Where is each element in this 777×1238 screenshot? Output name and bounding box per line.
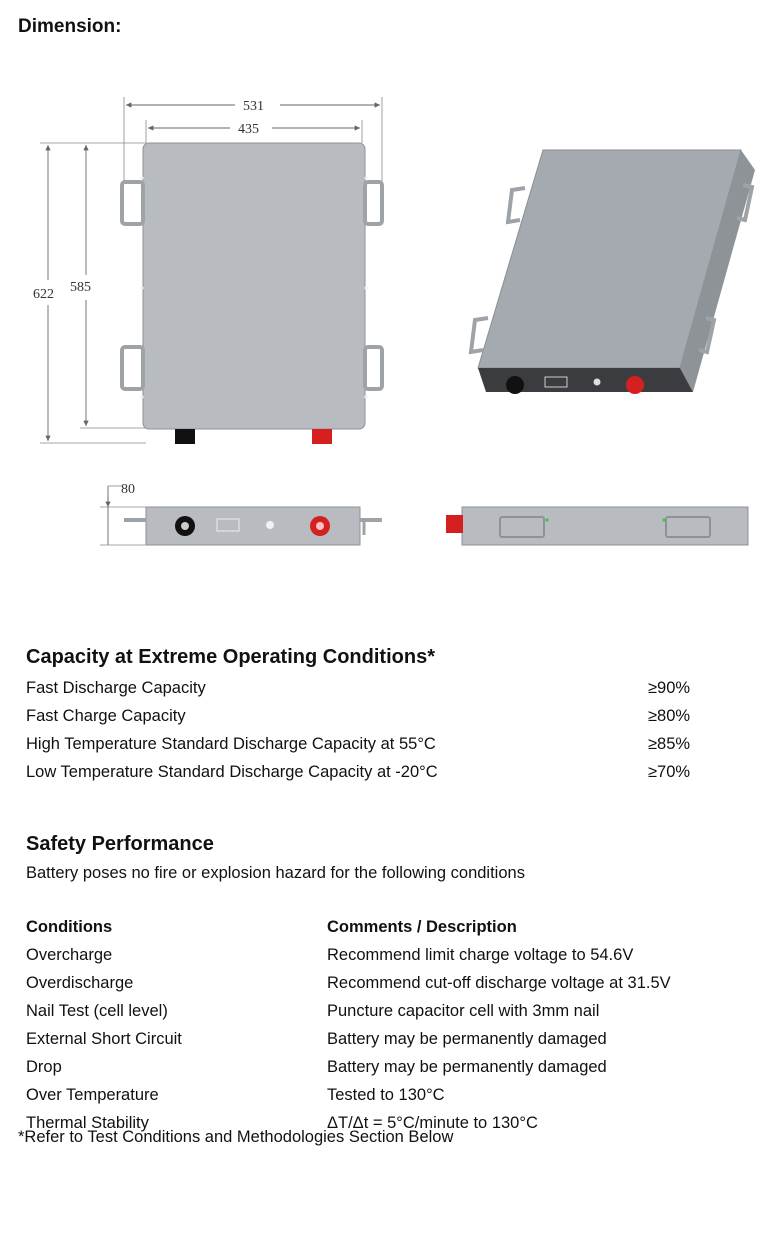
battery-dimension-drawing: 531 435 622 585 — [33, 97, 755, 546]
condition-row: Drop Battery may be permanently damaged — [26, 1053, 746, 1081]
condition-name: Thermal Stability — [26, 1113, 149, 1132]
dim-label-622: 622 — [33, 287, 54, 302]
negative-terminal — [175, 429, 195, 444]
dim-label-531: 531 — [243, 99, 264, 114]
conditions-header: Conditions — [26, 917, 113, 936]
conditions-header-row: Conditions Comments / Description — [26, 913, 746, 941]
safety-intro: Battery poses no fire or explosion hazar… — [26, 864, 525, 882]
bottom-view: 80 — [100, 482, 382, 546]
condition-name: Drop — [26, 1057, 62, 1076]
capacity-value: ≥80% — [648, 706, 691, 725]
safety-title: Safety Performance — [26, 833, 214, 855]
capacity-row: High Temperature Standard Discharge Capa… — [26, 730, 746, 758]
condition-description: Tested to 130°C — [327, 1085, 445, 1104]
comments-header: Comments / Description — [327, 917, 517, 936]
condition-description: Recommend limit charge voltage to 54.6V — [327, 945, 634, 964]
capacity-value: ≥70% — [648, 762, 691, 781]
condition-description: ΔT/Δt = 5°C/minute to 130°C — [327, 1113, 538, 1132]
capacity-row: Fast Charge Capacity ≥80% — [26, 702, 746, 730]
dim-label-80: 80 — [121, 482, 135, 497]
capacity-label: High Temperature Standard Discharge Capa… — [26, 734, 436, 753]
condition-name: Overdischarge — [26, 973, 134, 992]
dim-label-435: 435 — [238, 122, 259, 137]
condition-description: Battery may be permanently damaged — [327, 1057, 607, 1076]
capacity-row: Low Temperature Standard Discharge Capac… — [26, 758, 746, 786]
isometric-view — [468, 149, 755, 394]
capacity-label: Fast Discharge Capacity — [26, 678, 206, 697]
capacity-label: Fast Charge Capacity — [26, 706, 186, 725]
dimension-heading: Dimension: — [18, 16, 122, 37]
condition-description: Recommend cut-off discharge voltage at 3… — [327, 973, 671, 992]
condition-name: Over Temperature — [26, 1085, 159, 1104]
condition-name: Nail Test (cell level) — [26, 1001, 168, 1020]
condition-name: External Short Circuit — [26, 1029, 182, 1048]
condition-description: Battery may be permanently damaged — [327, 1029, 607, 1048]
condition-row: Thermal Stability ΔT/Δt = 5°C/minute to … — [26, 1109, 746, 1137]
capacity-value: ≥90% — [648, 678, 691, 697]
front-view: 531 435 622 585 — [33, 97, 384, 444]
condition-row: Overcharge Recommend limit charge voltag… — [26, 941, 746, 969]
condition-row: External Short Circuit Battery may be pe… — [26, 1025, 746, 1053]
positive-terminal — [312, 429, 332, 444]
condition-row: Overdischarge Recommend cut-off discharg… — [26, 969, 746, 997]
capacity-value: ≥85% — [648, 734, 691, 753]
dim-label-585: 585 — [70, 280, 91, 295]
condition-name: Overcharge — [26, 945, 113, 964]
capacity-row: Fast Discharge Capacity ≥90% — [26, 674, 746, 702]
capacity-title: Capacity at Extreme Operating Conditions… — [26, 646, 435, 668]
capacity-label: Low Temperature Standard Discharge Capac… — [26, 762, 438, 781]
condition-description: Puncture capacitor cell with 3mm nail — [327, 1001, 600, 1020]
condition-row: Over Temperature Tested to 130°C — [26, 1081, 746, 1109]
capacity-list: Fast Discharge Capacity ≥90% Fast Charge… — [26, 674, 746, 786]
side-view — [446, 506, 749, 546]
capacity-section: Capacity at Extreme Operating Conditions… — [26, 646, 746, 786]
footnote: *Refer to Test Conditions and Methodolog… — [18, 1128, 454, 1146]
safety-section: Safety Performance Battery poses no fire… — [26, 833, 746, 1137]
condition-row: Nail Test (cell level) Puncture capacito… — [26, 997, 746, 1025]
